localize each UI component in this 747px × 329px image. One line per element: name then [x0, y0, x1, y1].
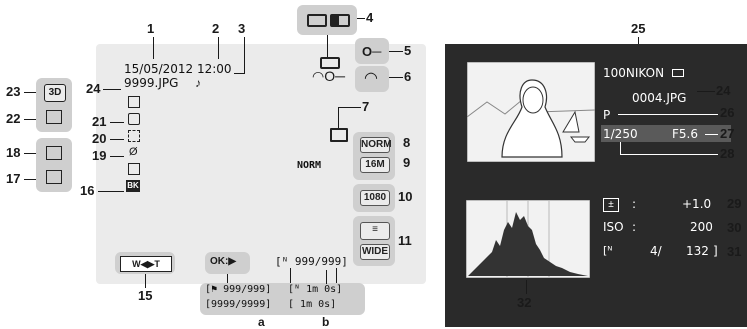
callout-18: 18 [6, 145, 21, 160]
quality-badge: NORM [360, 137, 392, 153]
movie-badge: 1080 [360, 190, 390, 206]
size-badge: 16M [360, 157, 390, 173]
filter-badge: ≡ [360, 222, 390, 240]
exposure-comp-icon: ± [603, 198, 619, 212]
aperture: F5.6 [672, 127, 698, 141]
battery-full-icon [307, 14, 327, 27]
histogram [466, 200, 590, 278]
callout-27: 27 [720, 126, 735, 141]
quality-text: NORM [297, 160, 322, 171]
callout-1: 1 [147, 21, 155, 36]
date-time: 15/05/2012 12:00 [124, 62, 232, 76]
zoom-bar: W◀▶T [120, 256, 172, 272]
3d-icon: 3D [44, 84, 66, 102]
variant-a-top: [⚑ 999/999] [205, 284, 272, 295]
wifi-icon: ◠ [364, 70, 378, 87]
wide-badge: WIDE [360, 244, 390, 260]
callout-4: 4 [366, 10, 374, 25]
callout-7: 7 [362, 99, 370, 114]
d-lighting-icon: Ø [129, 146, 138, 158]
variant-b-bottom: [ 1m 0s] [288, 299, 337, 310]
callout-22: 22 [6, 111, 21, 126]
label-a: a [258, 315, 265, 329]
callout-31: 31 [727, 244, 742, 259]
callout-16: 16 [80, 183, 95, 198]
label-b: b [322, 315, 330, 329]
variant-b-top: [ᴺ 1m 0s] [288, 284, 343, 295]
frame-total: 132 [686, 244, 709, 258]
shutter-speed: 1/250 [603, 127, 638, 141]
lock-icon: O─ [362, 44, 382, 59]
callout-32: 32 [517, 295, 532, 310]
callout-8: 8 [403, 135, 411, 150]
battery-icon [320, 57, 340, 69]
callout-9: 9 [403, 155, 411, 170]
shooting-mode: P [603, 108, 611, 122]
bk-icon: BK [126, 180, 140, 192]
callout-6: 6 [404, 69, 412, 84]
wifi-lock-icon: ◠O─ [312, 68, 346, 84]
voice-memo-icon: ♪ [195, 76, 201, 90]
thumbnail-image [467, 62, 595, 162]
frame-count-info: [ᴺ [603, 244, 613, 257]
variant-a-bottom: [9999/9999] [205, 299, 272, 310]
callout-29: 29 [727, 196, 742, 211]
callout-24-left: 24 [86, 81, 101, 96]
file-name-info: 0004.JPG [632, 91, 687, 105]
callout-19: 19 [92, 148, 107, 163]
ev-value: +1.0 [682, 197, 712, 211]
battery-half-icon [330, 14, 350, 27]
sequence-display-icon [46, 110, 62, 124]
crop-x-icon [46, 146, 62, 160]
frame-counter: [ᴺ 999/999] [275, 255, 348, 268]
callout-25: 25 [631, 21, 646, 36]
callout-2: 2 [212, 21, 220, 36]
callout-5: 5 [404, 43, 412, 58]
skin-icon [128, 163, 140, 175]
callout-15: 15 [138, 288, 153, 303]
callout-17: 17 [6, 171, 21, 186]
callout-3: 3 [238, 21, 246, 36]
crop-icon [128, 130, 140, 142]
print-icon [330, 128, 348, 142]
callout-26: 26 [720, 105, 735, 120]
callout-23: 23 [6, 84, 21, 99]
portrait-icon [46, 170, 62, 184]
callout-11: 11 [398, 233, 412, 248]
battery-icon-info [672, 69, 684, 77]
callout-30: 30 [727, 220, 742, 235]
iso-value: 200 [690, 220, 713, 234]
sequence-icon [128, 96, 140, 108]
face-icon [128, 113, 140, 125]
counter-variants [200, 283, 365, 315]
callout-20: 20 [92, 131, 107, 146]
callout-10: 10 [398, 189, 413, 204]
ok-play-icon: OK:▶ [210, 256, 237, 267]
iso-label: ISO [603, 220, 624, 234]
file-name: 9999.JPG [124, 76, 179, 90]
callout-21: 21 [92, 114, 107, 129]
callout-24: 24 [716, 83, 731, 98]
callout-28: 28 [720, 146, 735, 161]
folder-name: 100NIKON [603, 66, 665, 80]
